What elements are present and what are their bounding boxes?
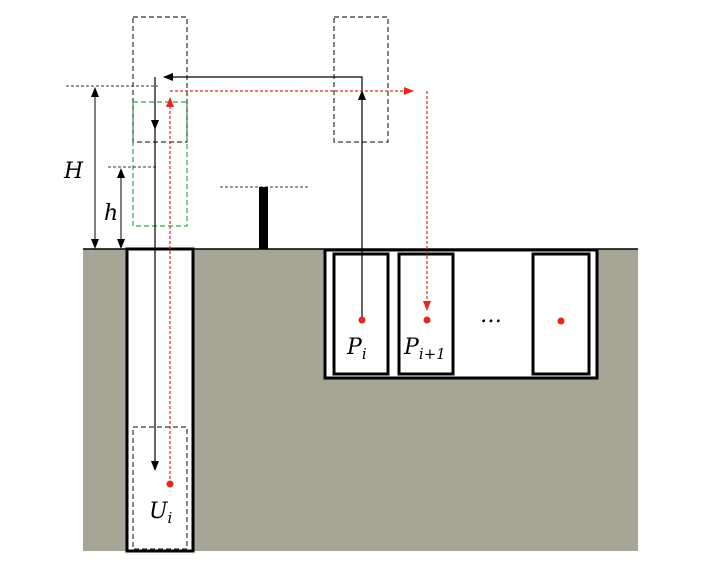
label-ellipsis: … xyxy=(480,303,502,328)
storage-slot-i xyxy=(332,252,390,376)
label-P-i-sub: i xyxy=(362,345,367,363)
point-U-i xyxy=(166,480,174,488)
black-path-up-left xyxy=(163,73,363,320)
storage-slot-i-plus-1 xyxy=(397,252,455,376)
lower-dashed-cell xyxy=(132,426,188,550)
point-P-last xyxy=(557,317,565,325)
green-dashed-cell xyxy=(132,101,188,227)
upper-right-dashed-cell xyxy=(333,16,389,143)
storage-slot-last xyxy=(531,252,591,376)
label-H: H xyxy=(63,159,84,184)
label-P-i-base: P xyxy=(346,335,363,360)
H-arrowhead-bottom xyxy=(91,239,99,249)
black-mid-arrow-up xyxy=(358,90,366,100)
black-mid-arrow-down xyxy=(151,120,159,130)
post xyxy=(259,187,268,249)
label-U-i-sub: i xyxy=(168,509,173,527)
label-P-i: Pi xyxy=(346,335,367,363)
label-P-i-plus-1: Pi+1 xyxy=(403,335,446,363)
point-P-i xyxy=(358,316,366,324)
H-arrowhead-top xyxy=(91,87,99,97)
h-arrowhead-top xyxy=(117,168,125,178)
label-h: h xyxy=(104,201,118,226)
label-P-i-plus-1-base: P xyxy=(403,335,420,360)
point-P-i-plus-1 xyxy=(423,316,431,324)
upper-left-dashed-cell xyxy=(132,16,188,143)
label-P-i-plus-1-sub: i+1 xyxy=(419,345,446,363)
vertical-shaft xyxy=(125,247,195,553)
h-arrowhead-bottom xyxy=(117,239,125,249)
label-U-i: Ui xyxy=(149,499,173,527)
label-U-i-base: U xyxy=(149,499,169,524)
